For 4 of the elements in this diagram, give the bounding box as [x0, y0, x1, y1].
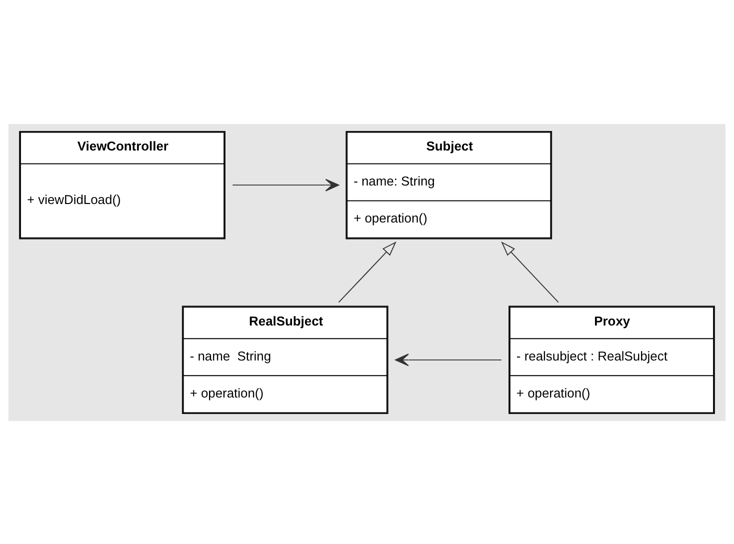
arrow [338, 240, 396, 302]
arrow [232, 178, 340, 191]
arrow [395, 353, 502, 366]
arrow [501, 240, 559, 302]
